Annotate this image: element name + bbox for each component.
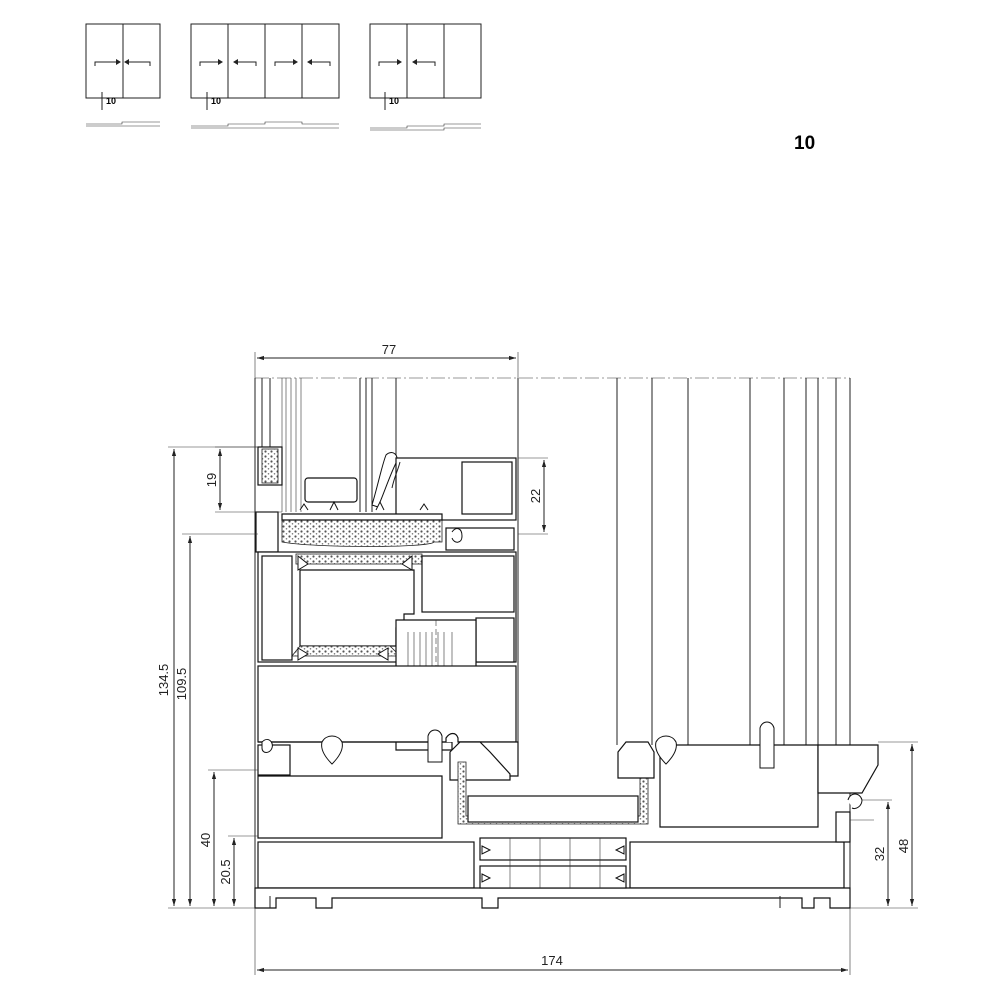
upper-insulation (255, 500, 515, 553)
dim-20-5-label: 20.5 (218, 859, 233, 884)
scheme-4-panel: 10 (190, 23, 340, 129)
dim-174-label: 174 (541, 953, 563, 968)
scheme-3-label: 10 (389, 96, 399, 106)
scheme-3-panel: 10 (369, 23, 482, 131)
thermal-break (457, 741, 655, 889)
sill-track (254, 729, 851, 909)
dim-32: 32 (850, 799, 918, 909)
dim-32-label: 32 (872, 847, 887, 861)
dim-109-5: 109.5 (174, 533, 258, 906)
sash-chamber (257, 551, 517, 663)
scheme-4-label: 10 (211, 96, 221, 106)
dim-40: 40 (198, 769, 258, 906)
central-interlock (257, 619, 517, 751)
dim-20-5: 20.5 (218, 835, 258, 906)
dim-174: 174 (254, 908, 851, 975)
dim-77: 77 (254, 342, 519, 378)
right-sash-glass (616, 378, 837, 780)
dim-77-label: 77 (382, 342, 396, 357)
glazing-bead (257, 446, 517, 521)
left-sash-glass (261, 378, 519, 775)
scheme-2-panel: 10 (85, 23, 161, 127)
dim-134-5: 134.5 (156, 446, 258, 909)
scheme-2-label: 10 (106, 96, 116, 106)
dim-134-5-label: 134.5 (156, 664, 171, 697)
right-sash-base (655, 721, 879, 843)
dim-22: 22 (518, 457, 548, 535)
dim-48: 48 (878, 741, 918, 906)
sheet-number: 10 (794, 133, 815, 154)
dim-109-5-label: 109.5 (174, 668, 189, 701)
dim-19-label: 19 (204, 473, 219, 487)
dim-22-label: 22 (528, 489, 543, 503)
dim-40-label: 40 (198, 833, 213, 847)
dim-48-label: 48 (896, 839, 911, 853)
